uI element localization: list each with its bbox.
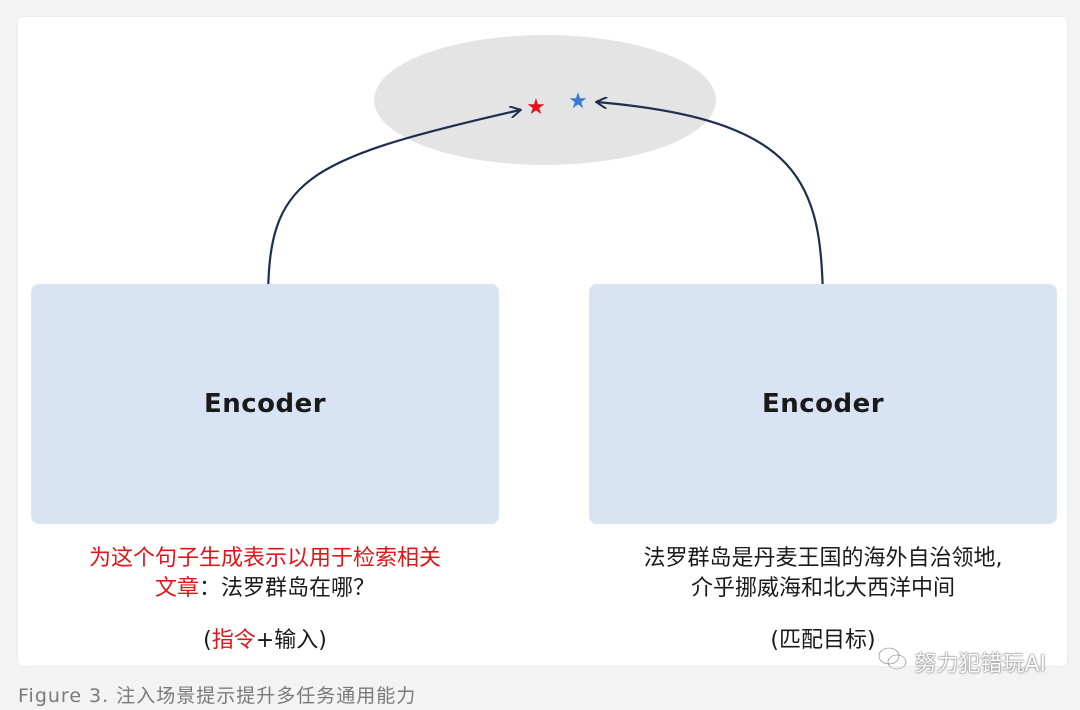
red-star-icon: ★ [526,95,546,120]
encoder-box-right: Encoder [589,284,1057,524]
encoder-box-left: Encoder [31,284,499,524]
wechat-icon [878,646,908,678]
left-caption: 为这个句子生成表示以用于检索相关 文章：法罗群岛在哪？ (指令+输入) [31,544,499,656]
target-note: (匹配目标) [770,628,876,653]
right-caption: 法罗群岛是丹麦王国的海外自治领地, 介乎挪威海和北大西洋中间 (匹配目标) [589,544,1057,656]
right-arrow [597,102,825,310]
embedding-space-ellipse [374,35,716,165]
blue-star-icon: ★ [568,89,588,114]
figure-caption: Figure 3. 注入场景提示提升多任务通用能力 [18,685,417,707]
encoder-label-right: Encoder [761,389,885,419]
instruction-line1: 为这个句子生成表示以用于检索相关 [88,546,441,571]
left-arrow [266,110,520,304]
instruction-line2: 文章 [154,576,199,601]
note-instruction: 指令 [211,628,256,653]
watermark: 努力犯错玩AI [878,646,1046,678]
note-open: ( [203,628,212,653]
watermark-text: 努力犯错玩AI [914,652,1046,677]
encoder-label-left: Encoder [203,389,327,419]
target-line1: 法罗群岛是丹麦王国的海外自治领地, [643,546,1003,571]
note-input: +输入) [255,628,327,653]
input-text: ：法罗群岛在哪？ [199,576,376,601]
target-line2: 介乎挪威海和北大西洋中间 [690,576,955,601]
